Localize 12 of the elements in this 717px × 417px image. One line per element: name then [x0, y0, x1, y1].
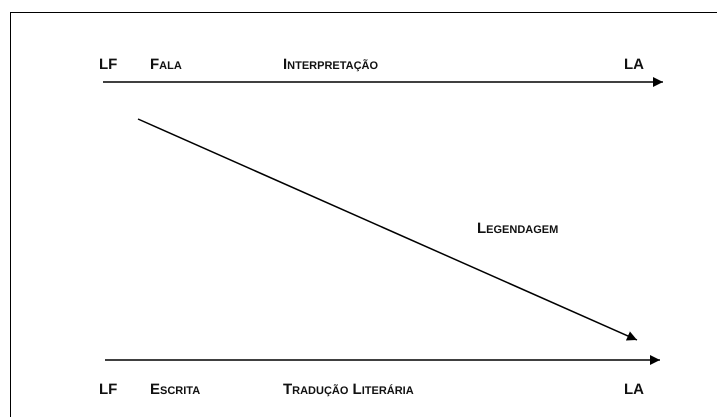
mode-label: Fala	[150, 56, 182, 74]
language-label: LA	[624, 381, 644, 399]
arrow	[105, 355, 660, 365]
language-label: LF	[99, 56, 118, 74]
arrow	[138, 118, 638, 341]
language-label: LF	[99, 381, 118, 399]
edge-label: Legendagem	[477, 220, 558, 238]
mode-label: Interpretação	[283, 56, 378, 74]
language-label: LA	[624, 56, 644, 74]
mode-label: Tradução Literária	[283, 381, 414, 399]
arrow	[103, 77, 663, 87]
mode-label: Escrita	[150, 381, 200, 399]
